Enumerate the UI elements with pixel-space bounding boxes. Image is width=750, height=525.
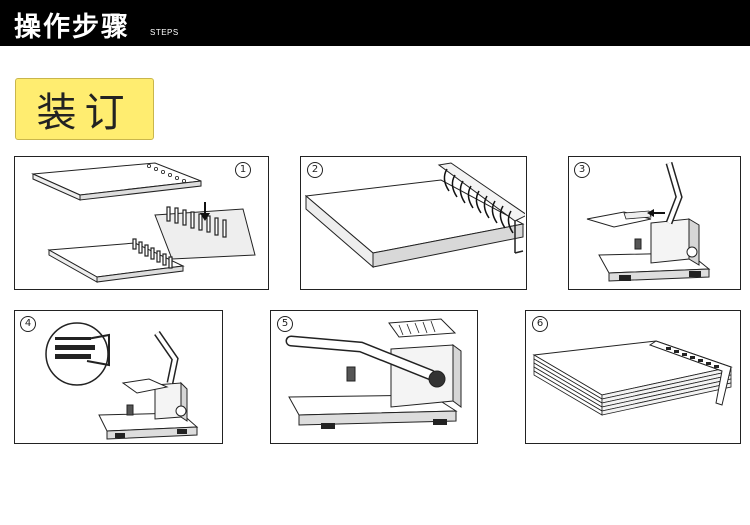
step-3-panel: 3: [568, 156, 741, 290]
page-subtitle: STEPS: [150, 28, 179, 37]
step-6-illustration: [526, 311, 739, 442]
step-5-illustration: [271, 311, 476, 442]
step-5-panel: 5: [270, 310, 478, 444]
step-2-panel: 2: [300, 156, 527, 290]
step-6-panel: 6: [525, 310, 741, 444]
header-bar: 操作步骤 STEPS: [0, 0, 750, 46]
step-1-illustration: [15, 157, 267, 288]
section-label: 装订: [16, 79, 153, 139]
step-3-illustration: [569, 157, 739, 288]
section-tag: 装订: [15, 78, 154, 140]
step-5-number: 5: [277, 316, 293, 332]
step-1-number: 1: [235, 162, 251, 178]
step-3-number: 3: [574, 162, 590, 178]
step-4-panel: 4: [14, 310, 223, 444]
step-6-number: 6: [532, 316, 548, 332]
page-title: 操作步骤: [14, 5, 130, 44]
step-1-panel: 1: [14, 156, 269, 290]
step-2-number: 2: [307, 162, 323, 178]
step-4-illustration: [15, 311, 221, 442]
step-4-number: 4: [20, 316, 36, 332]
step-2-illustration: [301, 157, 525, 288]
